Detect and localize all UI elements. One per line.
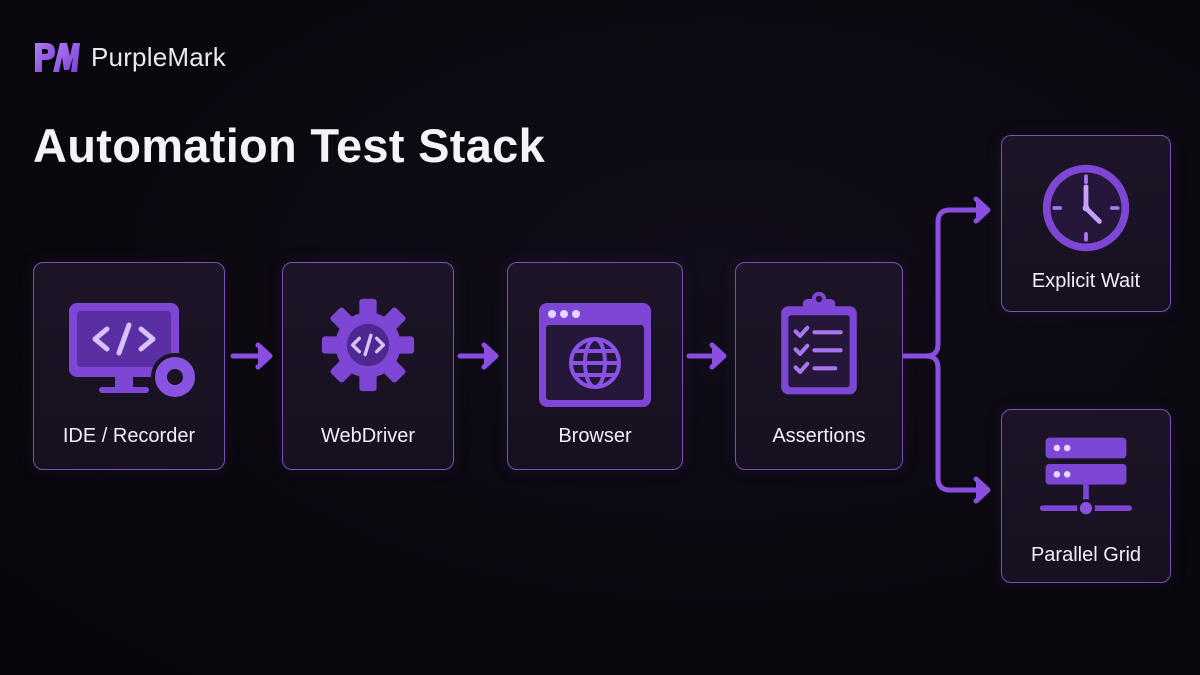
- node-label: IDE / Recorder: [62, 425, 196, 447]
- brand: PurpleMark: [33, 40, 226, 74]
- clock-icon: [1042, 164, 1130, 252]
- node-label: WebDriver: [320, 425, 416, 447]
- brand-name: PurpleMark: [91, 41, 226, 72]
- server-stack-icon: [1039, 437, 1133, 518]
- pm-monogram-icon: [35, 43, 80, 72]
- node-label: Browser: [558, 425, 632, 447]
- edge-browser-assertions: [686, 342, 727, 370]
- node-explicit-wait[interactable]: Explicit Wait: [1001, 135, 1171, 312]
- node-label: Parallel Grid: [1030, 544, 1142, 566]
- node-label: Explicit Wait: [1031, 270, 1141, 292]
- node-browser[interactable]: Browser: [507, 262, 683, 470]
- diagram-title: Automation Test Stack: [33, 119, 546, 172]
- edge-webdriver-browser: [457, 342, 499, 370]
- node-label: Assertions: [772, 425, 866, 447]
- clipboard-checklist-icon: [781, 291, 857, 395]
- node-webdriver[interactable]: WebDriver: [282, 262, 454, 470]
- monitor-code-icon: [69, 303, 199, 401]
- gear-code-icon: [321, 298, 415, 392]
- node-parallel-grid[interactable]: Parallel Grid: [1001, 409, 1171, 583]
- node-assertions[interactable]: Assertions: [735, 262, 903, 470]
- node-ide-recorder[interactable]: IDE / Recorder: [33, 262, 225, 470]
- edge-assertions-branches: [901, 196, 991, 504]
- browser-globe-icon: [539, 303, 651, 407]
- edge-ide-webdriver: [230, 342, 273, 370]
